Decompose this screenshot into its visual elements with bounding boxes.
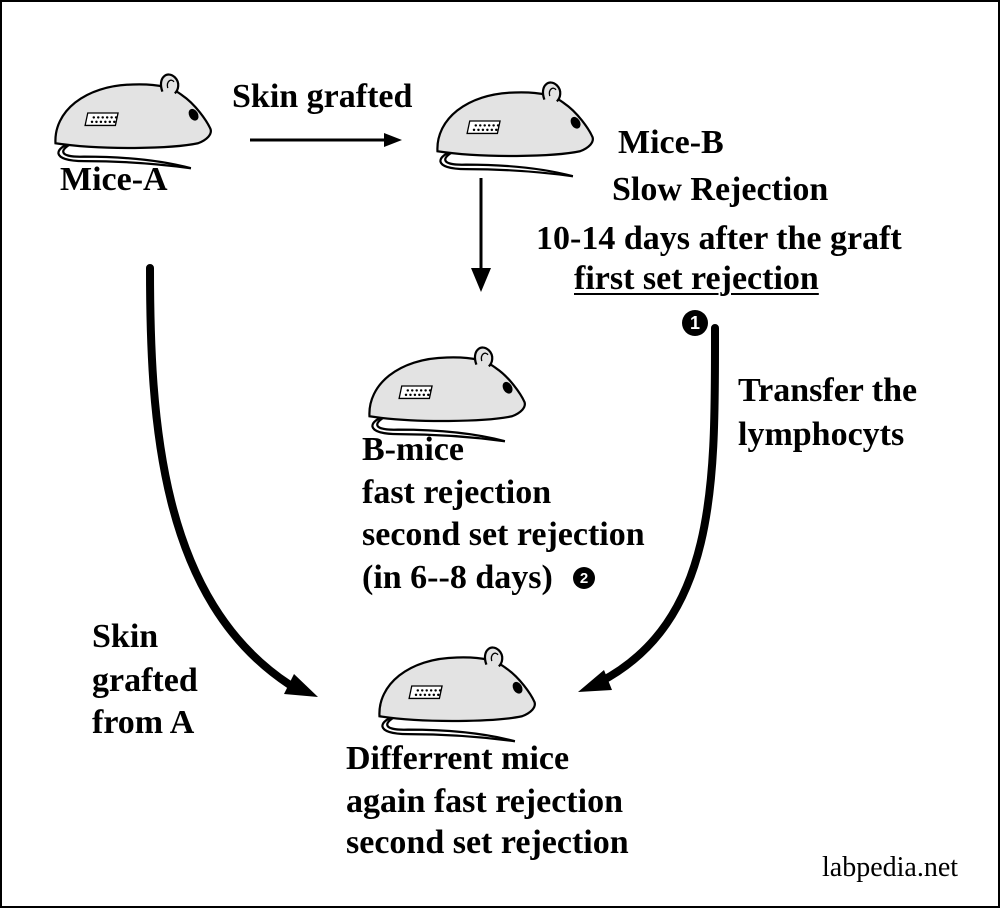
arrow-skin-grafted-head <box>384 133 402 147</box>
label-b-mice: B-mice <box>362 431 464 468</box>
label-skin-from-a-line1: Skin <box>92 618 159 655</box>
label-second-set-rejection-2: second set rejection <box>346 824 629 861</box>
label-days-after-graft: 10-14 days after the graft <box>536 220 902 257</box>
arrow-transfer-curve <box>596 324 720 686</box>
badge-step-two: 2 <box>573 567 595 589</box>
label-again-fast-rejection: again fast rejection <box>346 783 623 820</box>
label-in-days: (in 6--8 days) <box>362 559 553 596</box>
label-mice-b: Mice-B <box>618 124 724 161</box>
mouse-b-fast-icon <box>368 346 527 443</box>
label-skin-grafted: Skin grafted <box>232 78 413 115</box>
arrow-b-down-head <box>471 268 491 292</box>
arrow-skin-from-a-curve <box>146 264 294 689</box>
label-transfer-line1: Transfer the <box>738 372 918 409</box>
label-mice-a: Mice-A <box>60 161 168 198</box>
label-slow-rejection: Slow Rejection <box>612 171 829 208</box>
label-second-set-rejection: second set rejection <box>362 516 645 553</box>
label-first-set-rejection: first set rejection <box>574 260 819 297</box>
mouse-different-icon <box>378 646 537 743</box>
label-skin-from-a-line2: grafted <box>92 662 198 699</box>
label-different-mice: Differrent mice <box>346 740 570 777</box>
mouse-b-icon <box>436 81 595 178</box>
label-skin-from-a-line3: from A <box>92 704 195 741</box>
badge-step-one: 1 <box>682 310 708 336</box>
arrow-transfer-head <box>578 670 612 692</box>
label-transfer-line2: lymphocyts <box>738 416 905 453</box>
arrow-skin-from-a-head <box>284 674 318 697</box>
mouse-a-icon <box>54 73 213 170</box>
watermark: labpedia.net <box>822 852 959 883</box>
label-fast-rejection: fast rejection <box>362 474 552 511</box>
